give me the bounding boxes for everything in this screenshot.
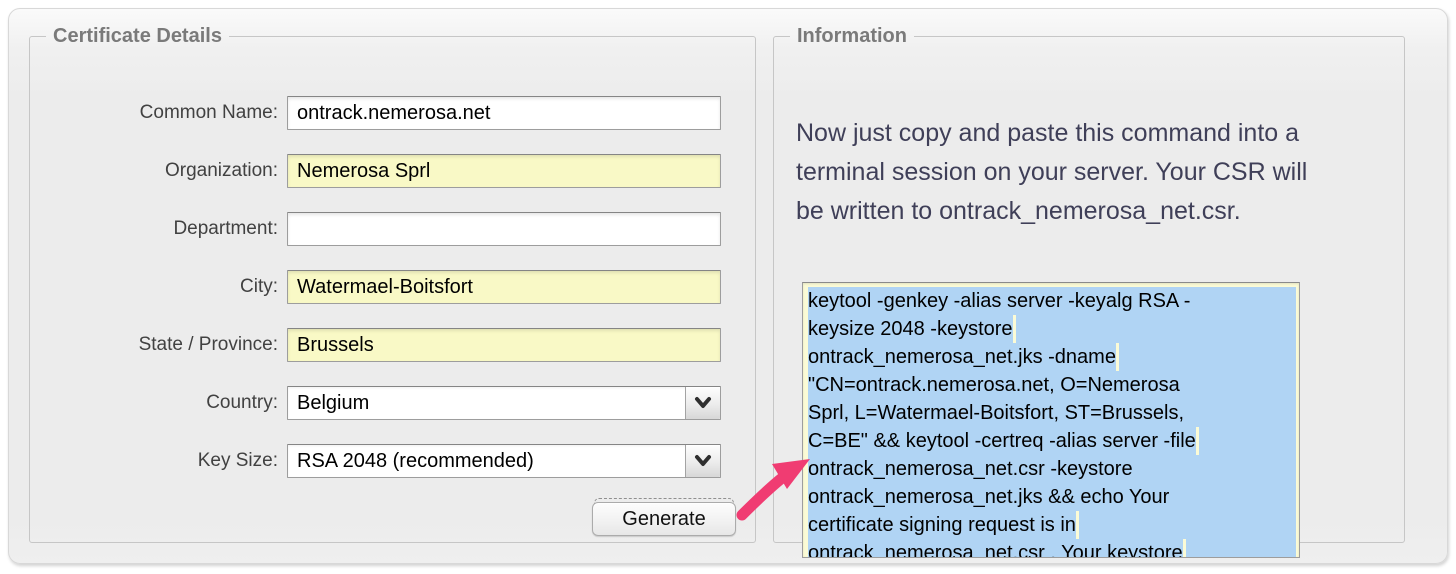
country-label: Country:	[206, 392, 278, 413]
state-province-input[interactable]	[287, 328, 721, 362]
certificate-details-legend: Certificate Details	[53, 25, 222, 47]
common-name-input[interactable]	[287, 96, 721, 130]
information-fieldset: Information Now just copy and paste this…	[773, 25, 1405, 558]
command-line: ontrack_nemerosa_net.jks && echo Your	[808, 483, 1296, 511]
country-select[interactable]: Belgium	[287, 386, 721, 420]
command-textarea[interactable]: keytool -genkey -alias server -keyalg RS…	[802, 282, 1300, 558]
command-line: keytool -genkey -alias server -keyalg RS…	[808, 287, 1296, 315]
information-legend: Information	[797, 25, 907, 47]
selection-gap	[1075, 511, 1079, 539]
command-line: ontrack_nemerosa_net.csr . Your keystore	[808, 539, 1296, 557]
key-size-select-value: RSA 2048 (recommended)	[297, 449, 534, 472]
department-label: Department:	[173, 218, 278, 239]
chevron-down-icon[interactable]	[685, 387, 720, 419]
info-note: Now just copy and paste this command int…	[796, 114, 1386, 231]
command-line: Sprl, L=Watermael-Boitsfort, ST=Brussels…	[808, 399, 1296, 427]
csr-generator-panel: Certificate Details Common Name: Organiz…	[8, 8, 1448, 564]
key-size-label: Key Size:	[197, 450, 278, 471]
command-line: keysize 2048 -keystore	[808, 315, 1296, 343]
command-line: C=BE" && keytool -certreq -alias server …	[808, 427, 1296, 455]
country-select-value: Belgium	[297, 391, 370, 414]
selection-gap	[1182, 539, 1186, 557]
city-input[interactable]	[287, 270, 721, 304]
city-row: City:	[30, 270, 729, 304]
department-row: Department:	[30, 212, 729, 246]
common-name-row: Common Name:	[30, 96, 729, 130]
state-province-label: State / Province:	[138, 334, 278, 355]
common-name-label: Common Name:	[139, 102, 278, 123]
info-note-line: Now just copy and paste this command int…	[796, 119, 1300, 147]
department-input[interactable]	[287, 212, 721, 246]
generate-button-area: Generate	[592, 498, 736, 536]
selection-gap	[1115, 343, 1119, 371]
selection-gap	[1195, 427, 1199, 455]
certificate-details-fieldset: Certificate Details Common Name: Organiz…	[29, 25, 756, 543]
key-size-row: Key Size: RSA 2048 (recommended)	[30, 444, 729, 478]
info-note-line: terminal session on your server. Your CS…	[796, 158, 1308, 186]
command-line: ontrack_nemerosa_net.jks -dname	[808, 343, 1296, 371]
city-label: City:	[240, 276, 278, 297]
country-row: Country: Belgium	[30, 386, 729, 420]
selection-gap	[1012, 315, 1016, 343]
key-size-select[interactable]: RSA 2048 (recommended)	[287, 444, 721, 478]
command-line: ontrack_nemerosa_net.csr -keystore	[808, 455, 1296, 483]
info-note-line: be written to ontrack_nemerosa_net.csr.	[796, 197, 1241, 225]
organization-row: Organization:	[30, 154, 729, 188]
command-line: "CN=ontrack.nemerosa.net, O=Nemerosa	[808, 371, 1296, 399]
command-line: certificate signing request is in	[808, 511, 1296, 539]
state-province-row: State / Province:	[30, 328, 729, 362]
organization-input[interactable]	[287, 154, 721, 188]
chevron-down-icon[interactable]	[685, 445, 720, 477]
organization-label: Organization:	[164, 160, 278, 181]
generate-button[interactable]: Generate	[592, 502, 736, 536]
